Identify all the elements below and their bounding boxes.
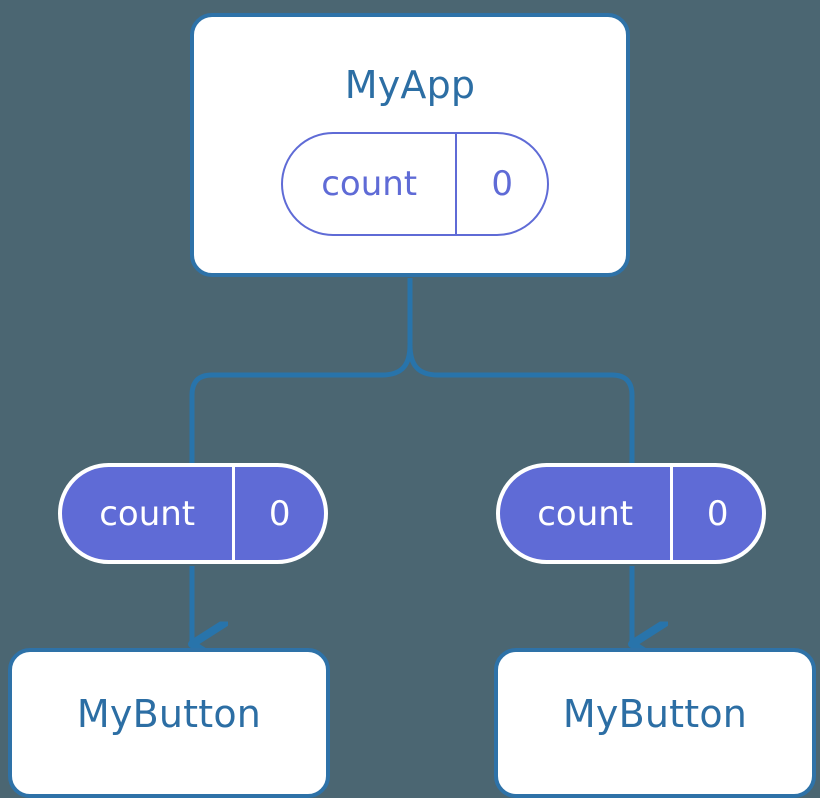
component-box-child-right[interactable]: MyButton <box>494 648 816 798</box>
state-pill-key: count <box>500 467 674 560</box>
state-pill-value: 0 <box>268 493 291 534</box>
state-pill-key: count <box>283 134 458 234</box>
state-pill-key: count <box>62 467 236 560</box>
component-box-child-left[interactable]: MyButton <box>8 648 330 798</box>
component-box-root[interactable]: MyApp count 0 <box>190 13 630 277</box>
component-title-root: MyApp <box>344 63 476 107</box>
state-pill-root[interactable]: count 0 <box>281 132 549 236</box>
state-pill-child-right[interactable]: count 0 <box>496 463 766 564</box>
connector-split-bar <box>407 342 635 466</box>
component-state-diagram: MyApp count 0 count 0 count 0 MyButton M… <box>8 13 816 798</box>
component-title-child-left: MyButton <box>76 692 262 736</box>
component-title-child-right: MyButton <box>562 692 748 736</box>
state-pill-child-left[interactable]: count 0 <box>58 463 328 564</box>
connector-split-bar-left <box>189 342 413 466</box>
state-pill-value: 0 <box>706 493 729 534</box>
state-pill-value: 0 <box>491 164 513 204</box>
